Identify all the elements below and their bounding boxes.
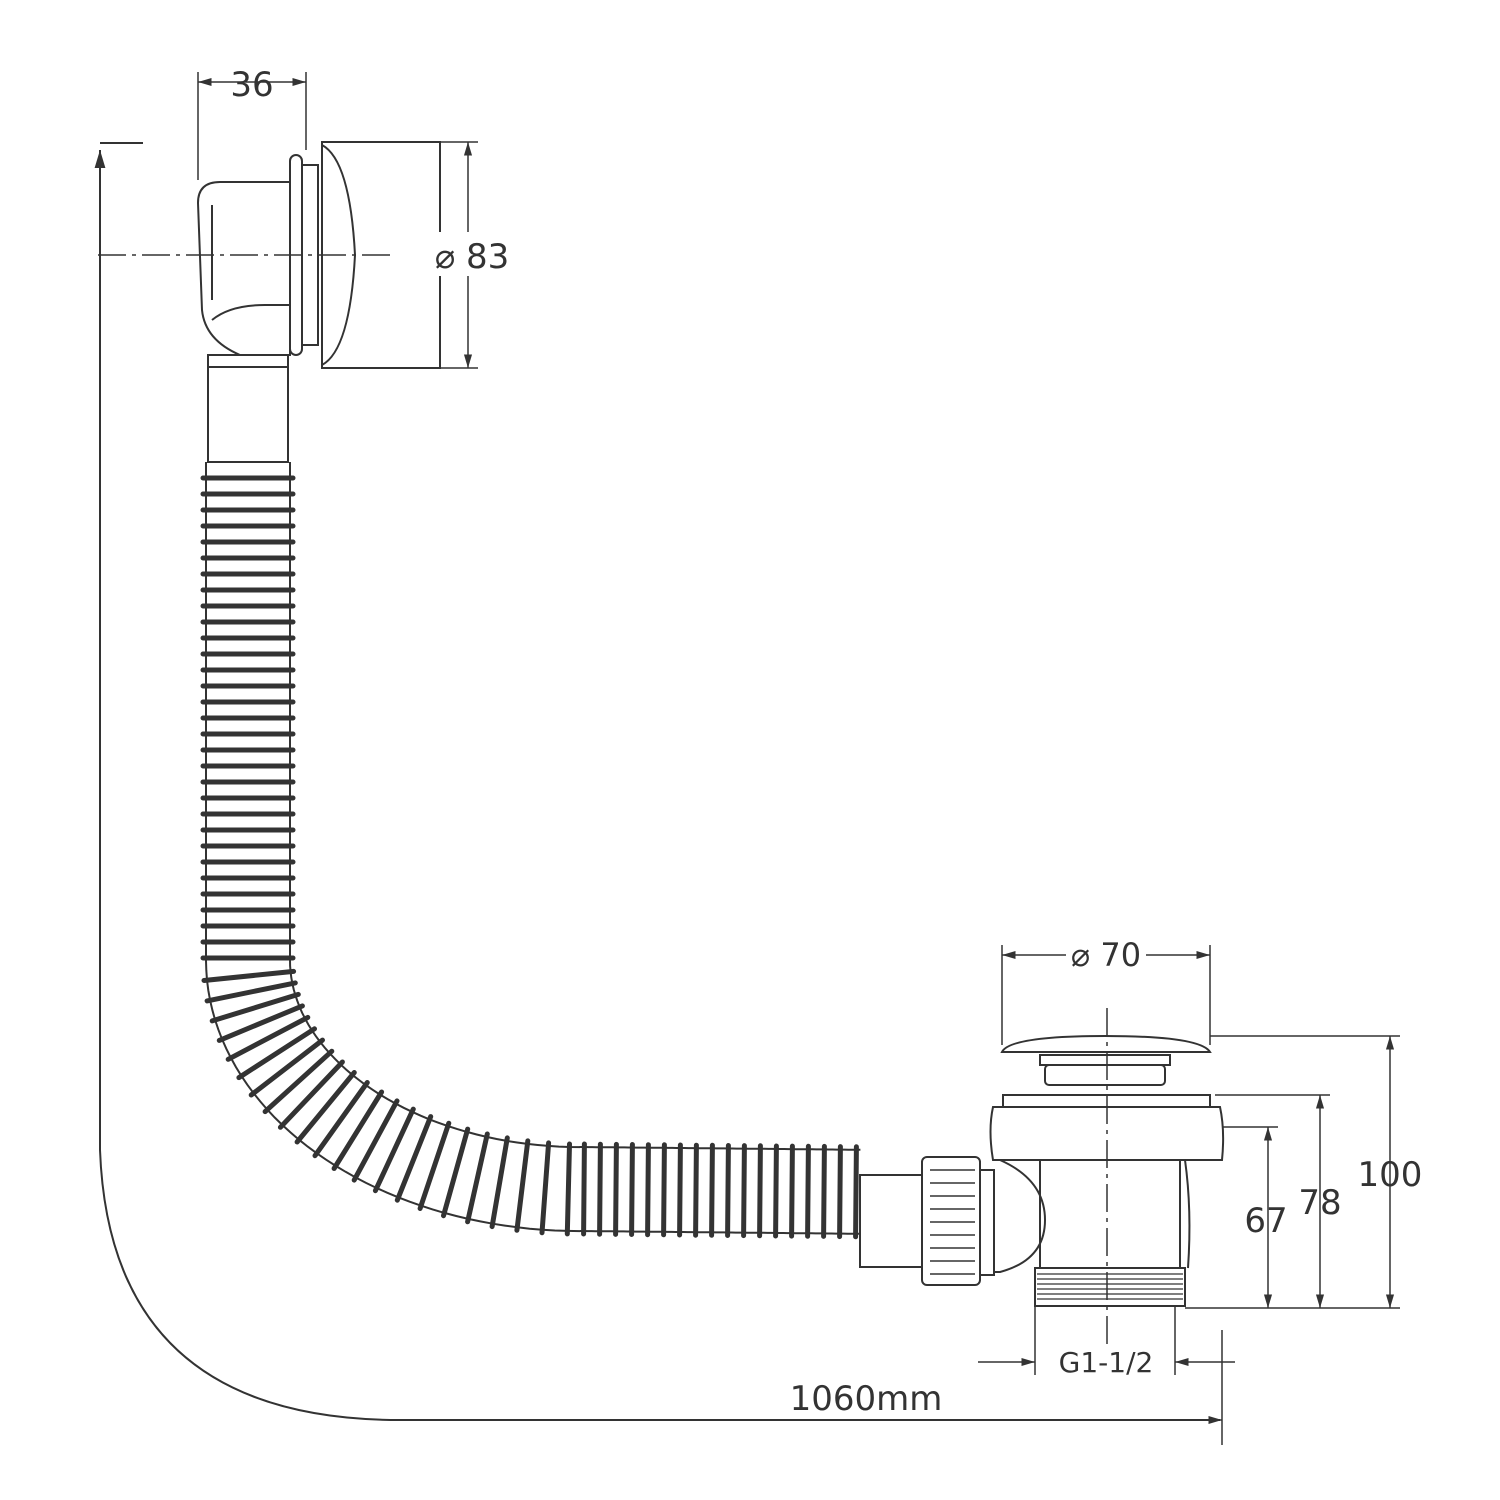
hose-rib [331,1089,385,1171]
hose-rib [441,1126,471,1219]
hose-rib [789,1143,795,1239]
hose-rib [236,1026,317,1081]
hose-rib [821,1143,827,1239]
hose-rib [564,1141,572,1237]
hose-rib [773,1143,779,1239]
dim-label-100: 100 [1358,1155,1423,1195]
hose-rib [209,991,301,1024]
hose-rib [372,1106,416,1194]
hose-rib [294,1070,357,1145]
hose-rib [201,968,297,983]
hose-rib [417,1120,452,1211]
dim-label-67: 67 [1244,1201,1287,1241]
dim-overflow-diameter: ⌀ 83 [434,141,510,369]
hose-rib [204,980,298,1004]
hose-rib [757,1143,763,1239]
dim-label-d83: ⌀ 83 [435,237,510,277]
dim-overflow-depth: 36 [197,65,307,180]
dim-thread: G1-1/2 [978,1306,1235,1379]
bath-outline [99,150,1220,1421]
dim-label-36: 36 [230,65,273,105]
hose-rib [661,1142,667,1238]
hose-rib [853,1144,859,1240]
hose-rib [597,1141,603,1237]
hose-rib [677,1142,683,1238]
hose-edge [289,462,861,1151]
hose-rib [581,1141,587,1237]
dim-label-d70: ⌀ 70 [1071,936,1141,974]
overflow-assembly [196,141,441,369]
hose-rib [394,1114,434,1203]
hose-coupling [859,1156,995,1286]
hose-rib [613,1141,619,1237]
hose-rib [709,1142,715,1238]
hose-rib [277,1059,345,1130]
hose-rib [312,1080,370,1159]
hose-rib [693,1142,699,1238]
hose-rib [514,1138,531,1233]
dim-label-1060mm: 1060mm [790,1379,943,1419]
dim-waste-diameter: ⌀ 70 [1001,935,1211,1045]
hose-rib [216,1003,305,1043]
hose-rib [225,1014,311,1062]
hose-rib [465,1131,490,1225]
hose-rib [741,1143,747,1239]
hose-rib [539,1140,552,1236]
hose-rib [805,1143,811,1239]
waste-assembly [989,1034,1225,1307]
hose-edge [205,462,860,1235]
hose-rib [351,1098,400,1183]
hose-rib [248,1037,325,1098]
dim-total-length: 1060mm [790,1330,1223,1445]
hose-rib [837,1144,843,1240]
hose-rib [489,1135,510,1230]
dim-label-thread: G1-1/2 [1059,1346,1154,1379]
hose-rib [262,1048,335,1115]
flexible-hose [200,462,861,1240]
dim-heights: 67 78 100 [1185,1035,1423,1309]
dim-label-78: 78 [1298,1183,1341,1223]
hose-rib [725,1143,731,1238]
hose-rib [645,1142,651,1238]
overflow-pipe [207,354,289,463]
hose-rib [629,1142,635,1237]
